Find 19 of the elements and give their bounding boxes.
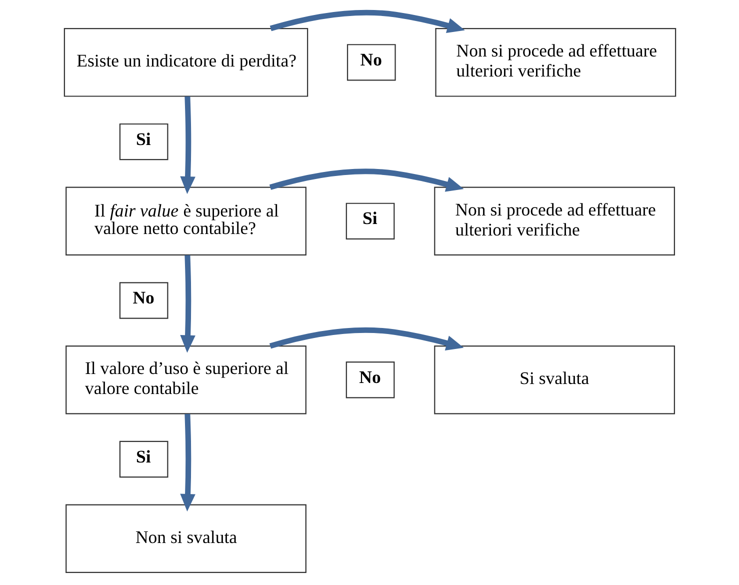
node-box: Non si procede ad effettuare ulteriori verifiche [434,28,676,97]
node-box: No [345,362,394,398]
node-box: Si [345,202,394,240]
arrow [180,96,195,194]
arrow [269,10,464,33]
node-box: Si [118,440,168,478]
node-box: Esiste un indicatore di perdita? [63,28,308,97]
node-box: Il fair value è superiore al valore netto contabile? [65,186,306,256]
arrow [268,168,464,192]
node-box: No [118,282,168,319]
node-box: Si [118,123,168,160]
arrow [180,414,195,512]
node-box: Non si procede ad effettuare ulteriori verifiche [434,186,674,256]
node-box: Si svaluta [434,345,674,414]
node-box: Non si svaluta [65,504,306,574]
arrow [268,327,464,350]
node-box: Il valore d’uso è superiore al valore contabile [65,345,306,414]
node-box: No [346,44,396,81]
arrow [180,255,195,353]
